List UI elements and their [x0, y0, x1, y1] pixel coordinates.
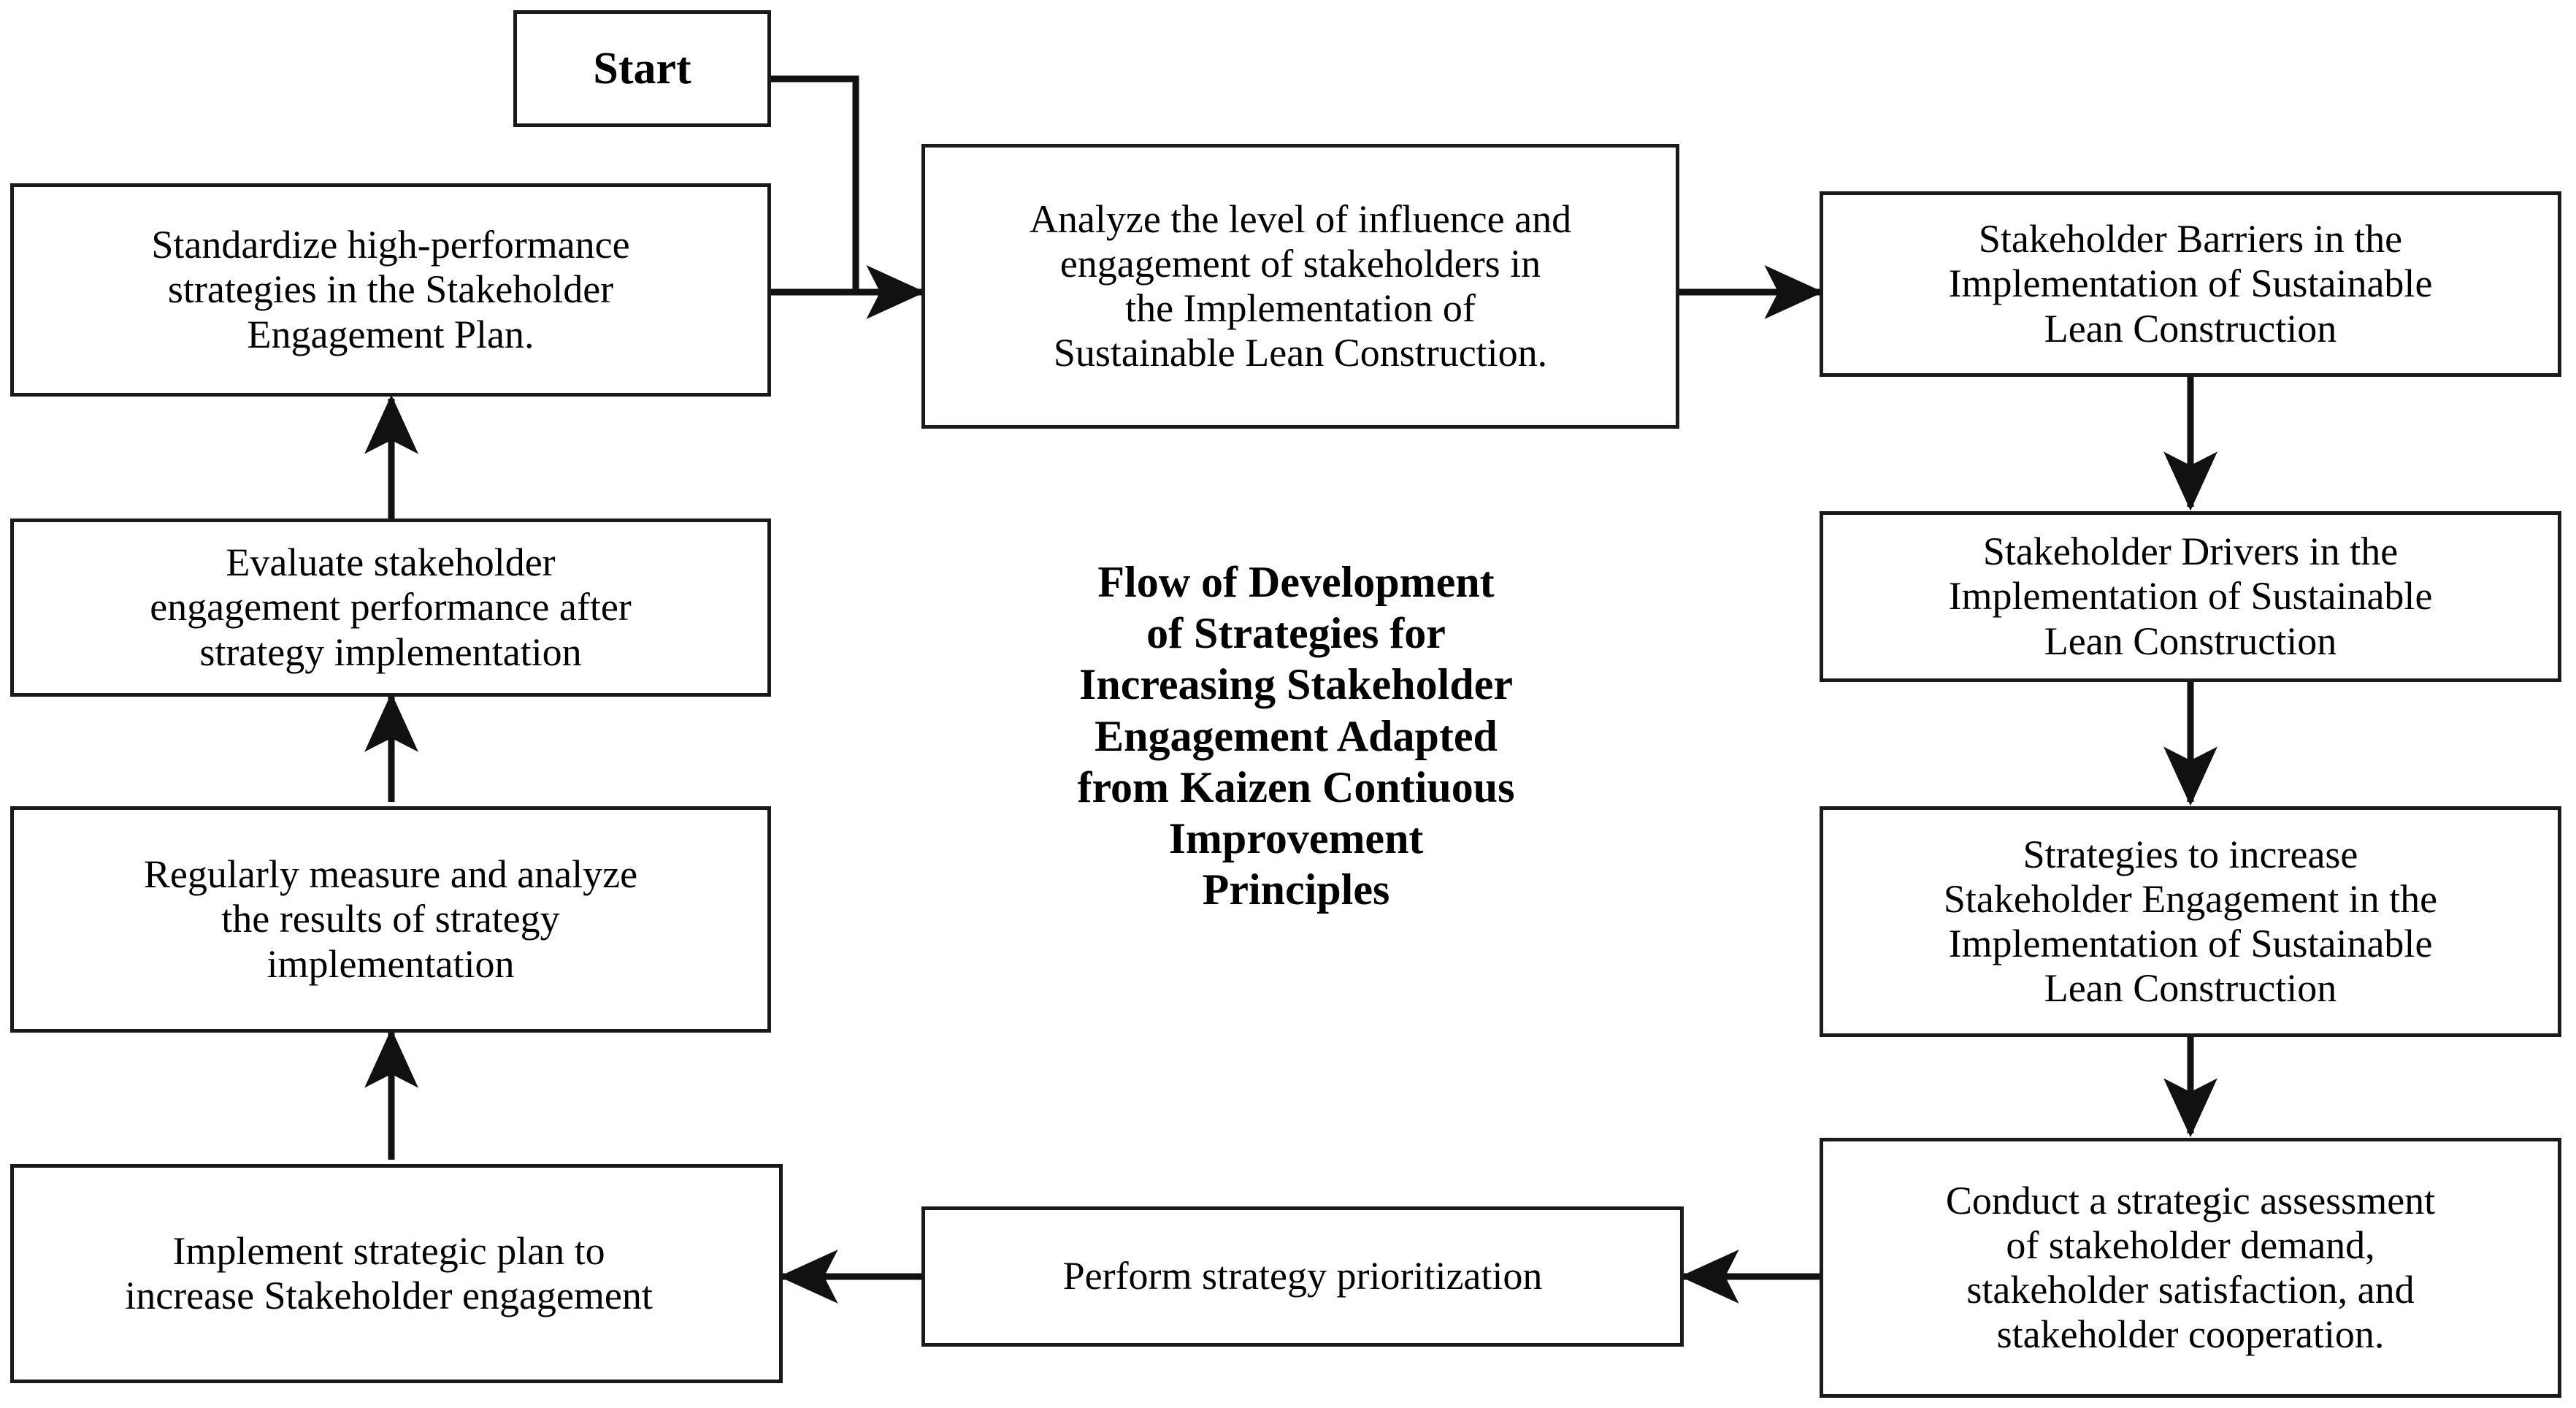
node-measure[interactable]: Regularly measure and analyze the result… — [10, 806, 771, 1033]
node-implement-label: Implement strategic plan to increase Sta… — [125, 1228, 653, 1317]
node-assessment-label: Conduct a strategic assessment of stakeh… — [1945, 1178, 2436, 1357]
node-strategies-label: Strategies to increase Stakeholder Engag… — [1943, 832, 2438, 1011]
node-assessment[interactable]: Conduct a strategic assessment of stakeh… — [1820, 1138, 2561, 1398]
node-standardize-label: Standardize high-performance strategies … — [151, 223, 630, 356]
edge-start-to-analyze — [771, 75, 859, 292]
node-analyze-label: Analyze the level of influence and engag… — [1029, 196, 1572, 375]
node-drivers[interactable]: Stakeholder Drivers in the Implementatio… — [1820, 511, 2561, 682]
node-measure-label: Regularly measure and analyze the result… — [143, 852, 638, 986]
node-start-label: Start — [593, 43, 691, 93]
node-strategies[interactable]: Strategies to increase Stakeholder Engag… — [1820, 806, 2561, 1037]
node-analyze[interactable]: Analyze the level of influence and engag… — [921, 144, 1679, 429]
node-barriers-label: Stakeholder Barriers in the Implementati… — [1948, 217, 2433, 351]
node-standardize[interactable]: Standardize high-performance strategies … — [10, 183, 771, 397]
node-start[interactable]: Start — [513, 10, 771, 127]
diagram-title: Flow of Development of Strategies for In… — [1077, 558, 1515, 914]
node-prioritization[interactable]: Perform strategy prioritization — [921, 1206, 1684, 1347]
node-implement[interactable]: Implement strategic plan to increase Sta… — [10, 1164, 783, 1383]
node-drivers-label: Stakeholder Drivers in the Implementatio… — [1948, 529, 2433, 663]
node-evaluate-label: Evaluate stakeholder engagement performa… — [150, 540, 632, 674]
node-evaluate[interactable]: Evaluate stakeholder engagement performa… — [10, 519, 771, 697]
node-barriers[interactable]: Stakeholder Barriers in the Implementati… — [1820, 191, 2561, 377]
node-prioritization-label: Perform strategy prioritization — [1062, 1254, 1543, 1298]
